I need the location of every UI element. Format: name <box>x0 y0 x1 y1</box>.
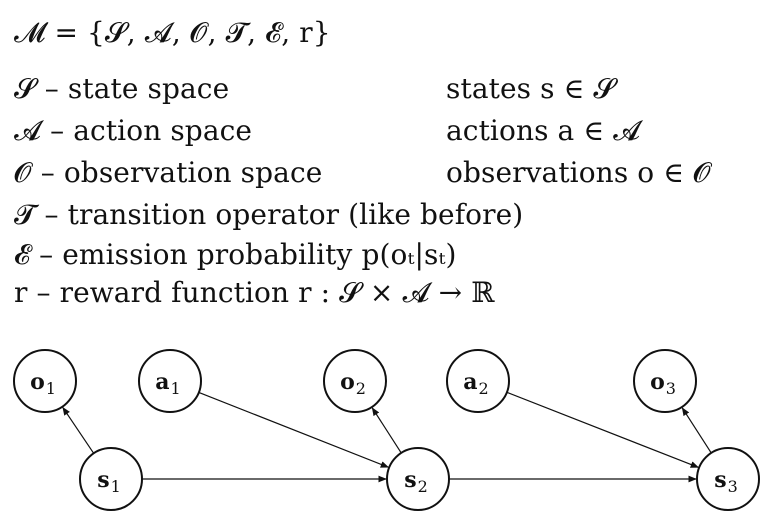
edge-s3-to-o3 <box>681 407 712 454</box>
node-o1: o1 <box>13 349 77 413</box>
node-o2: o2 <box>323 349 387 413</box>
reward-function-line: r – reward function r : 𝓢 × 𝓐 → ℝ <box>14 276 495 309</box>
node-s3: s3 <box>696 447 760 511</box>
node-label-o3: o3 <box>650 369 676 398</box>
edges-layer <box>62 391 712 483</box>
edge-s2-to-o2 <box>371 407 402 454</box>
node-label-o1: o1 <box>30 369 56 398</box>
node-o3: o3 <box>633 349 697 413</box>
node-circle-o3 <box>633 349 697 413</box>
node-label-s2: s2 <box>404 467 428 496</box>
node-label-a2: a2 <box>463 369 488 398</box>
node-label-o2: o2 <box>340 369 366 398</box>
node-circle-o2 <box>323 349 387 413</box>
node-circle-a1 <box>138 349 202 413</box>
edge-s1-to-o1 <box>62 406 95 454</box>
node-label-a1: a1 <box>155 369 180 398</box>
node-label-s1: s1 <box>97 467 121 496</box>
node-s1: s1 <box>79 447 143 511</box>
nodes-layer: o1 a1 o2 a2 o3 s1 s2 s3 <box>13 349 760 511</box>
node-label-s3: s3 <box>714 467 738 496</box>
node-circle-o1 <box>13 349 77 413</box>
state-space-line: 𝓢 – state space <box>14 72 230 105</box>
emission-probability-line: 𝓔 – emission probability p(oₜ|sₜ) <box>14 238 457 271</box>
observation-space-line: 𝓞 – observation space <box>14 156 323 189</box>
node-circle-s3 <box>696 447 760 511</box>
edge-a2-to-s3 <box>506 391 699 468</box>
pomdp-definition: 𝓜 = {𝓢, 𝓐, 𝓞, 𝓣, 𝓔, r} <box>14 16 331 49</box>
action-space-line: 𝓐 – action space <box>14 114 253 147</box>
node-circle-a2 <box>446 349 510 413</box>
actions-line: actions a ∈ 𝓐 <box>446 114 641 147</box>
edge-a1-to-s2 <box>198 391 390 468</box>
observations-line: observations o ∈ 𝓞 <box>446 156 711 189</box>
node-circle-s2 <box>386 447 450 511</box>
node-a2: a2 <box>446 349 510 413</box>
node-circle-s1 <box>79 447 143 511</box>
node-a1: a1 <box>138 349 202 413</box>
node-s2: s2 <box>386 447 450 511</box>
states-line: states s ∈ 𝓢 <box>446 72 616 105</box>
transition-operator-line: 𝓣 – transition operator (like before) <box>14 198 524 231</box>
